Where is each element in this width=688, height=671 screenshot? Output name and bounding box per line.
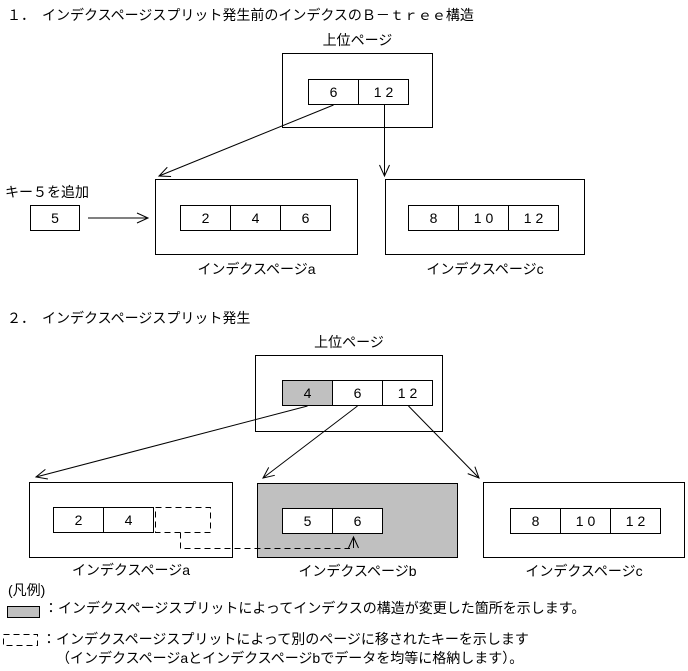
section1-page-c-cells: 8 10 12	[408, 205, 559, 231]
section1-page-c-label: インデクスページc	[426, 261, 544, 277]
section1-page-a-label: インデクスページa	[197, 261, 316, 277]
section2-page-a-label: インデクスページa	[71, 562, 191, 578]
legend-dashed-swatch	[3, 634, 38, 646]
key-cell: 4	[230, 205, 281, 231]
section2-upper-page-cells: 4 6 12	[282, 380, 433, 406]
section2-page-b-label: インデクスページb	[298, 563, 417, 579]
section1-add-key-box: 5	[30, 205, 80, 231]
key-cell: 2	[53, 507, 104, 533]
key-cell: 8	[510, 508, 561, 534]
section2-upper-page-label: 上位ページ	[314, 334, 384, 350]
key-cell-highlighted: 4	[282, 380, 333, 406]
section2-page-c-label: インデクスページc	[525, 563, 643, 579]
section2-page-a-cells: 2 4	[53, 507, 154, 533]
section2-page-c-cells: 8 10 12	[510, 508, 661, 534]
legend-highlight-description: ：インデクスページスプリットによってインデクスの構造が変更した箇所を示します。	[44, 600, 586, 616]
key-cell: 12	[610, 508, 661, 534]
key-cell: 10	[458, 205, 509, 231]
legend-dashed-description-line1: ：インデクスページスプリットによって別のページに移されたキーを示します	[42, 631, 529, 647]
key-cell: 8	[408, 205, 459, 231]
legend-dashed-description-line2: （インデクスページaとインデクスページbでデータを均等に格納します）。	[56, 650, 524, 666]
legend-title: (凡例)	[8, 582, 46, 598]
key-cell: 10	[560, 508, 611, 534]
section1-upper-page-label: 上位ページ	[322, 32, 393, 48]
legend-highlight-swatch	[7, 606, 40, 618]
section1-page-a-cells: 2 4 6	[180, 205, 331, 231]
key-cell: 4	[103, 507, 154, 533]
section1-add-key-label: キー５を追加	[5, 184, 89, 200]
section2-heading: ２． インデクスページスプリット発生	[7, 310, 251, 326]
key-cell: 12	[382, 380, 433, 406]
section1-upper-page-cells: 6 12	[308, 79, 409, 105]
key-cell: 12	[508, 205, 559, 231]
key-cell: 2	[180, 205, 231, 231]
key-cell: 6	[332, 508, 383, 534]
key-cell: 6	[332, 380, 383, 406]
key-cell: 12	[358, 79, 409, 105]
section2-page-b-cells: 5 6	[282, 508, 383, 534]
key-cell: 5	[282, 508, 333, 534]
key-cell: 6	[308, 79, 359, 105]
key-cell: 6	[280, 205, 331, 231]
section1-heading: １． インデクスページスプリット発生前のインデクスのＢ－ｔｒｅｅ構造	[7, 7, 474, 23]
